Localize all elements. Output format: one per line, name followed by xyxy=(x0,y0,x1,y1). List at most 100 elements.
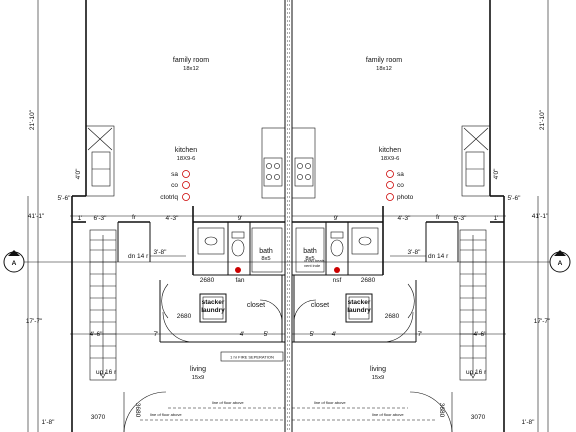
left-living-size: 15x9 xyxy=(192,375,205,381)
fan-note-line-2: vent inde xyxy=(304,263,321,268)
dim-left-1-8: 1'-8" xyxy=(42,419,56,426)
dim-right-7: 7' xyxy=(418,331,423,338)
dim-right-4-0: 4'0" xyxy=(493,168,500,179)
stairs-right xyxy=(459,229,487,381)
dim-right-4: 4' xyxy=(332,331,337,338)
left-door-2680-a: 2680 xyxy=(200,277,215,284)
dim-right-3-8: 3'-8" xyxy=(408,249,422,256)
dimension-lines xyxy=(20,0,556,432)
right-stacker-label: stacker xyxy=(348,299,371,306)
right-living-label: living xyxy=(370,366,386,373)
party-wall xyxy=(284,0,293,432)
dim-right-4-6: 4'-6" xyxy=(474,331,488,338)
dim-left-5: 5' xyxy=(264,331,269,338)
left-kitchen-label: kitchen xyxy=(175,147,197,154)
right-unit-labels: family room 18x12 kitchen 18X9-6 sa co p… xyxy=(303,57,487,421)
dim-right-5: 5' xyxy=(310,331,315,338)
right-detector-photo: photo xyxy=(397,194,414,201)
dim-left-9: 9' xyxy=(238,215,243,222)
left-stacker-label: stacker xyxy=(202,299,225,306)
dim-right-1-8: 1'-8" xyxy=(522,419,536,426)
left-laundry-label: laundry xyxy=(201,307,225,314)
left-closet-label: closet xyxy=(247,302,265,309)
left-bath-label: bath xyxy=(259,248,273,255)
left-unit-labels: family room 18x12 kitchen 18X9-6 sa co c… xyxy=(91,57,273,421)
dim-left-5-6: 5'-6" xyxy=(58,195,72,202)
right-stair-up: up 16 r xyxy=(466,369,487,376)
fan-note-line-1: vt fan heats xyxy=(304,258,325,263)
right-bath-size: 8x5 xyxy=(305,256,314,262)
left-door-3070: 3070 xyxy=(91,414,106,421)
left-kitchen-size: 18X9-6 xyxy=(177,156,196,162)
right-kitchen-label: kitchen xyxy=(379,147,401,154)
left-stair-dn: dn 14 r xyxy=(128,253,149,260)
left-bath-size: 8x5 xyxy=(261,256,270,262)
dim-right-6-3: 6'-3" xyxy=(454,215,468,222)
dim-left-4: 4' xyxy=(240,331,245,338)
right-laundry-label: laundry xyxy=(347,307,371,314)
left-fr: fr xyxy=(132,214,137,221)
left-floor-above-2: line of floor above xyxy=(212,400,244,405)
right-detector-co: co xyxy=(397,182,404,189)
left-door-3680: 3680 xyxy=(134,403,141,418)
left-detector-sa: sa xyxy=(171,171,178,178)
right-fan-label: nsf xyxy=(333,277,342,284)
dim-left-17-7: 17'-7" xyxy=(26,318,43,325)
dim-right-17-7: 17'-7" xyxy=(534,318,551,325)
right-floor-above-1: line of floor above xyxy=(372,412,404,417)
left-door-2680-b: 2680 xyxy=(177,313,192,320)
left-family-room-size: 18x12 xyxy=(183,66,199,72)
dim-right-41-1: 41'-1" xyxy=(532,213,549,220)
dim-right-21-10: 21'-10" xyxy=(539,109,546,130)
dimension-labels: 21'-10" 21'-10" 41'-1" 41'-1" 17'-7" 17'… xyxy=(26,109,551,426)
right-door-3070: 3070 xyxy=(471,414,486,421)
right-fr: fr xyxy=(436,214,441,221)
left-detector-photo: ctotrlq xyxy=(160,194,178,201)
dim-left-3-8: 3'-8" xyxy=(154,249,168,256)
left-fan-label: fan xyxy=(235,277,244,284)
section-marker-right: A xyxy=(549,250,571,273)
right-living-size: 15x9 xyxy=(372,375,385,381)
right-door-3680: 3680 xyxy=(438,403,445,418)
fire-separation-note: 1 hr FIRE SEPERATION xyxy=(230,355,274,360)
door-swings xyxy=(123,283,453,432)
stairs-left xyxy=(89,229,117,381)
right-kitchen-size: 18X9-6 xyxy=(381,156,400,162)
section-label-left: A xyxy=(12,260,17,267)
left-family-room-label: family room xyxy=(173,57,209,64)
right-closet-label: closet xyxy=(311,302,329,309)
right-family-room-size: 18x12 xyxy=(376,66,392,72)
left-detector-co: co xyxy=(171,182,178,189)
floor-above-lines xyxy=(140,407,436,421)
right-stair-dn: dn 14 r xyxy=(428,253,449,260)
dim-right-1: 1' xyxy=(494,215,499,222)
right-floor-above-2: line of floor above xyxy=(314,400,346,405)
detector-symbols xyxy=(182,170,394,273)
dim-left-4-0: 4'0" xyxy=(75,168,82,179)
interior-walls xyxy=(117,206,459,343)
section-label-right: A xyxy=(558,260,563,267)
dim-right-5-6: 5'-6" xyxy=(508,195,522,202)
left-stair-up: up 16 r xyxy=(96,369,117,376)
right-detector-sa: sa xyxy=(397,171,404,178)
right-door-2680-a: 2680 xyxy=(361,277,376,284)
section-marker-left: A xyxy=(3,250,25,273)
right-door-2680-b: 2680 xyxy=(385,313,400,320)
dim-left-41-1: 41'-1" xyxy=(28,213,45,220)
dim-left-7: 7' xyxy=(154,331,159,338)
dim-left-21-10: 21'-10" xyxy=(29,109,36,130)
dim-left-6-3: 6'-3" xyxy=(94,215,108,222)
left-living-label: living xyxy=(190,366,206,373)
bath-fixtures xyxy=(197,227,379,273)
dim-left-4-6: 4'-6" xyxy=(90,331,104,338)
right-family-room-label: family room xyxy=(366,57,402,64)
kitchen-counters xyxy=(85,125,491,199)
dim-left-4-3: 4'-3" xyxy=(166,215,180,222)
left-floor-above-1: line of floor above xyxy=(150,412,182,417)
dim-right-4-3: 4'-3" xyxy=(398,215,412,222)
fire-separation-box xyxy=(220,351,284,362)
dim-right-9: 9' xyxy=(334,215,339,222)
dim-left-1: 1' xyxy=(78,215,83,222)
right-bath-label: bath xyxy=(303,248,317,255)
